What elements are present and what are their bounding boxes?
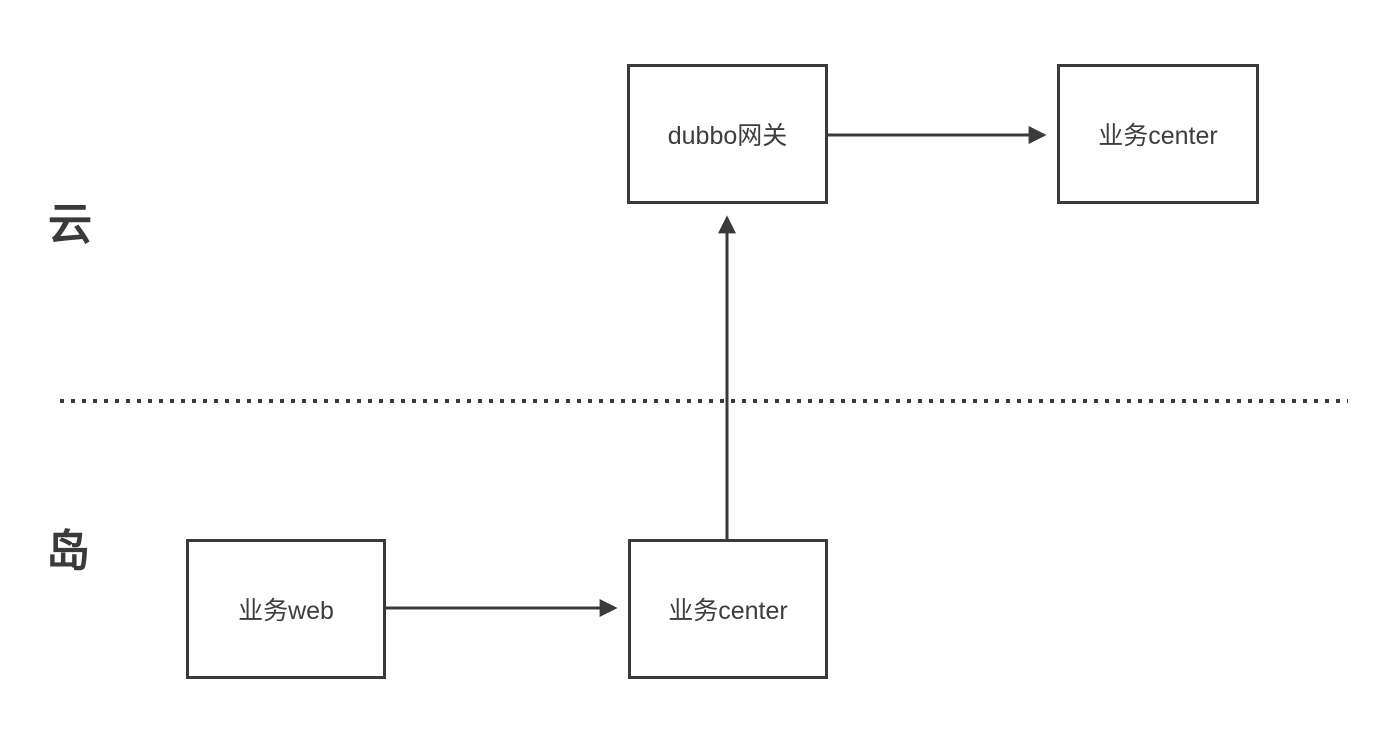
region-divider-dotted-line [60, 399, 1348, 403]
node-dubbo-gateway: dubbo网关 [627, 64, 828, 204]
node-label-biz-center-island: 业务center [668, 597, 788, 625]
node-label-biz-center-cloud: 业务center [1098, 122, 1218, 150]
region-label-island: 岛 [46, 527, 90, 576]
node-biz-center-island: 业务center [628, 539, 828, 679]
region-label-cloud: 云 [48, 200, 92, 249]
node-biz-center-cloud: 业务center [1057, 64, 1259, 204]
node-label-dubbo-gateway: dubbo网关 [667, 122, 788, 150]
node-label-biz-web: 业务web [238, 597, 334, 625]
node-biz-web: 业务web [186, 539, 386, 679]
